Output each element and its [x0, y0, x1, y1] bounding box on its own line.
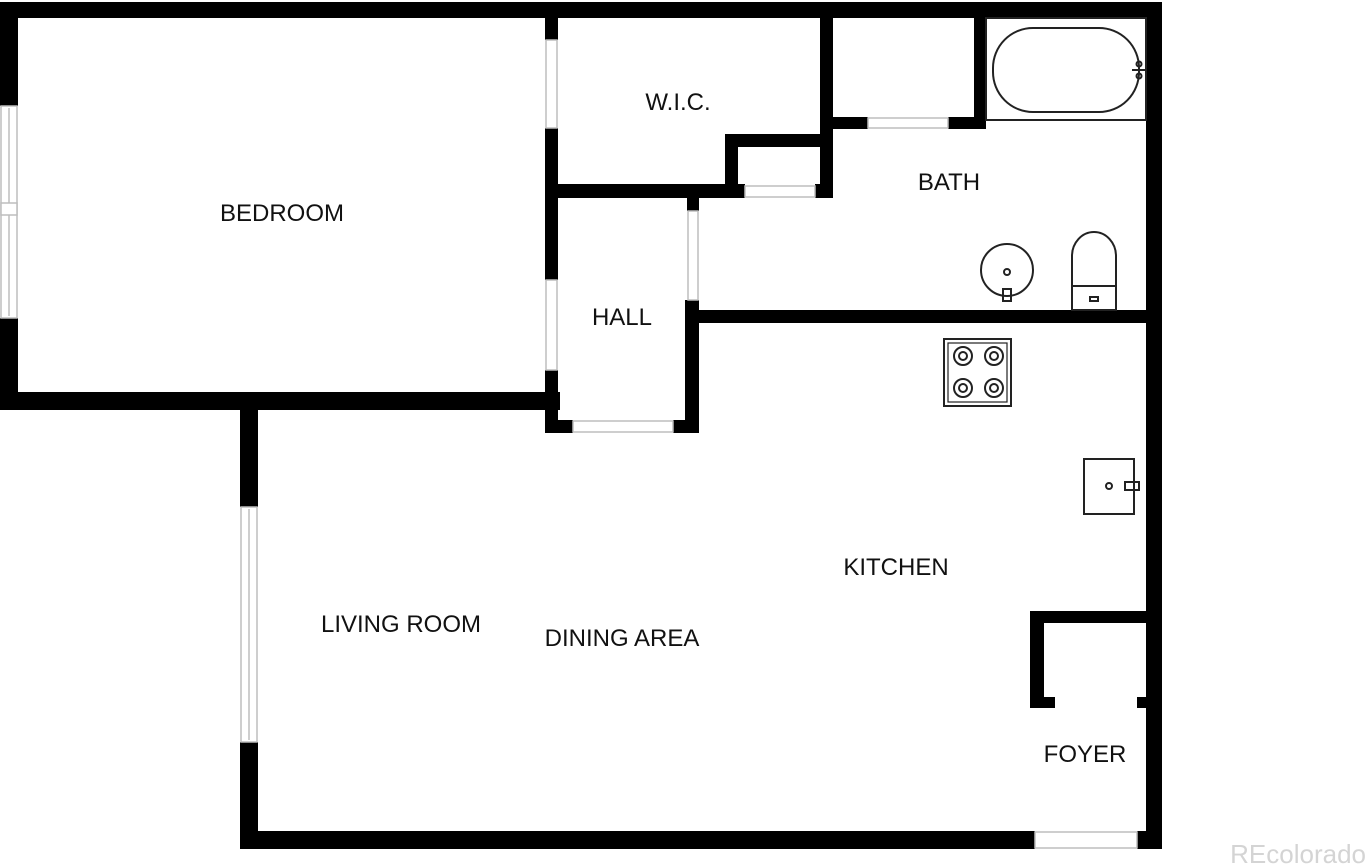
- room-label-bedroom: BEDROOM: [220, 200, 344, 227]
- closet-opening: [744, 185, 816, 198]
- wall-wic-right: [820, 2, 833, 198]
- wall-hall-bottom-right: [673, 420, 699, 433]
- wall-hall-right-top: [687, 196, 699, 211]
- wall-right-lower: [1146, 708, 1162, 849]
- room-label-foyer: FOYER: [1044, 741, 1127, 768]
- room-label-hall: HALL: [592, 304, 652, 331]
- room-label-kitchen: KITCHEN: [843, 554, 948, 581]
- wall-bedroom-right-3: [545, 370, 558, 432]
- wall-foyer-top: [1030, 611, 1162, 623]
- living-window: [240, 506, 258, 743]
- wall-bath-bottom: [685, 310, 1162, 323]
- room-label-living-room: LIVING ROOM: [321, 611, 481, 638]
- kitchen-sink-basin: [1083, 458, 1135, 515]
- wall-closet-right-stub: [815, 184, 833, 198]
- watermark-logo: REcolorado: [1230, 839, 1366, 865]
- kitchen-sink: [1083, 458, 1140, 515]
- wall-closet-left: [725, 134, 738, 198]
- wall-hall-bottom-left: [545, 420, 573, 433]
- hall-bath-opening: [687, 210, 699, 301]
- hall-door-opening: [545, 279, 558, 371]
- bathroom-sink: [980, 243, 1034, 302]
- wall-bedroom-bottom: [0, 392, 560, 410]
- wall-top: [0, 2, 1162, 18]
- toilet: [1071, 231, 1117, 311]
- windows: [0, 39, 1138, 849]
- wall-foyer-stub-left: [1030, 697, 1055, 708]
- wall-right-upper: [1146, 2, 1162, 697]
- room-labels: BEDROOM W.I.C. BATH HALL KITCHEN LIVING …: [220, 89, 1126, 768]
- bathtub: [985, 17, 1147, 121]
- wall-living-left-top: [240, 392, 258, 507]
- wall-closet-top: [725, 134, 833, 147]
- stove: [943, 338, 1012, 407]
- toilet-bowl: [1071, 231, 1117, 287]
- stove-body: [943, 338, 1012, 407]
- wall-bedroom-right-1: [545, 2, 558, 40]
- wall-bottom: [240, 831, 1035, 849]
- wall-bedroom-left-bottom: [0, 318, 18, 410]
- wall-linen-divider: [974, 2, 986, 129]
- wall-linen-left: [833, 117, 868, 129]
- wall-hall-right-bottom: [685, 300, 699, 432]
- wic-door-opening: [545, 39, 558, 129]
- walls: [0, 2, 1162, 849]
- wall-wic-bottom: [545, 184, 745, 198]
- hall-bottom-opening: [572, 420, 674, 433]
- room-label-dining-area: DINING AREA: [545, 625, 700, 652]
- linen-opening: [867, 117, 949, 129]
- bedroom-window-mullion: [0, 202, 18, 216]
- front-door-opening: [1034, 831, 1138, 849]
- wall-bottom-right: [1137, 831, 1162, 849]
- wall-bedroom-left-top: [0, 2, 18, 106]
- room-label-wic: W.I.C.: [645, 89, 710, 116]
- wall-living-left-bottom: [240, 742, 258, 849]
- bathtub-basin: [992, 27, 1140, 113]
- wall-foyer-stub-right: [1137, 697, 1162, 708]
- toilet-tank: [1071, 285, 1117, 311]
- bathroom-sink-basin: [980, 243, 1034, 297]
- room-label-bath: BATH: [918, 169, 980, 196]
- wall-bedroom-right-2: [545, 128, 558, 280]
- wall-foyer-left: [1030, 611, 1044, 707]
